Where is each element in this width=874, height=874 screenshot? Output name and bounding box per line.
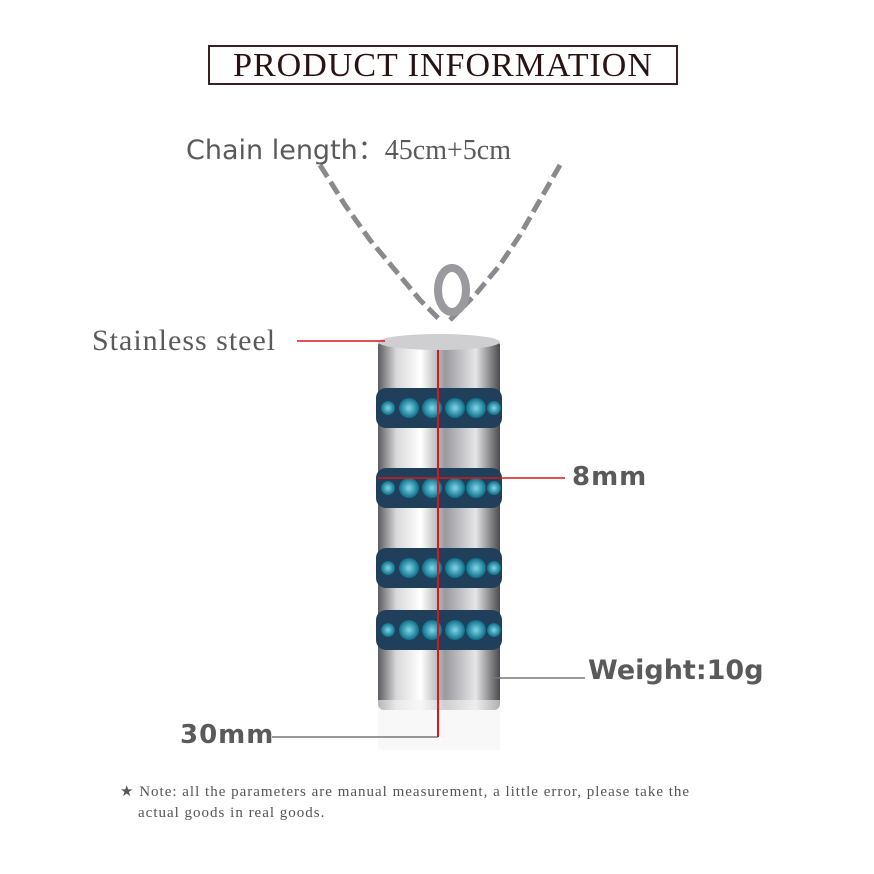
length-label: 30mm [180,720,275,750]
gem-stone [381,561,395,575]
gem-stone [466,558,486,578]
note-line-2: actual goods in real goods. [138,805,326,821]
gem-stone [487,561,501,575]
gem-stone [487,623,501,637]
gem-stone [445,620,465,640]
gem-stone [466,620,486,640]
cylinder-top [378,334,500,350]
gem-stone [381,401,395,415]
note: ★ Note: all the parameters are manual me… [120,782,690,824]
star-icon: ★ [120,784,135,800]
gem-stone [445,478,465,498]
gem-stone [466,398,486,418]
gem-stone [399,478,419,498]
page-title: PRODUCT INFORMATION [208,45,678,85]
width-label: 8mm [572,462,648,492]
gem-stone [487,481,501,495]
bail-ring [434,264,470,316]
gem-stone [381,481,395,495]
chain-length-label: Chain length：45cm+5cm [186,128,511,167]
gem-stone [399,398,419,418]
gem-stone [445,398,465,418]
chain-length-key: Chain length： [186,135,385,166]
chain [317,163,563,322]
gem-stone [466,478,486,498]
gem-stone [487,401,501,415]
note-line-1: Note: all the parameters are manual meas… [139,784,691,800]
gem-stone [399,620,419,640]
gem-stone [381,623,395,637]
weight-label: Weight:10g [588,655,764,686]
gem-stone [445,558,465,578]
gem-stone [399,558,419,578]
chain-length-value: 45cm+5cm [384,135,511,166]
material-label: Stainless steel [92,324,277,357]
